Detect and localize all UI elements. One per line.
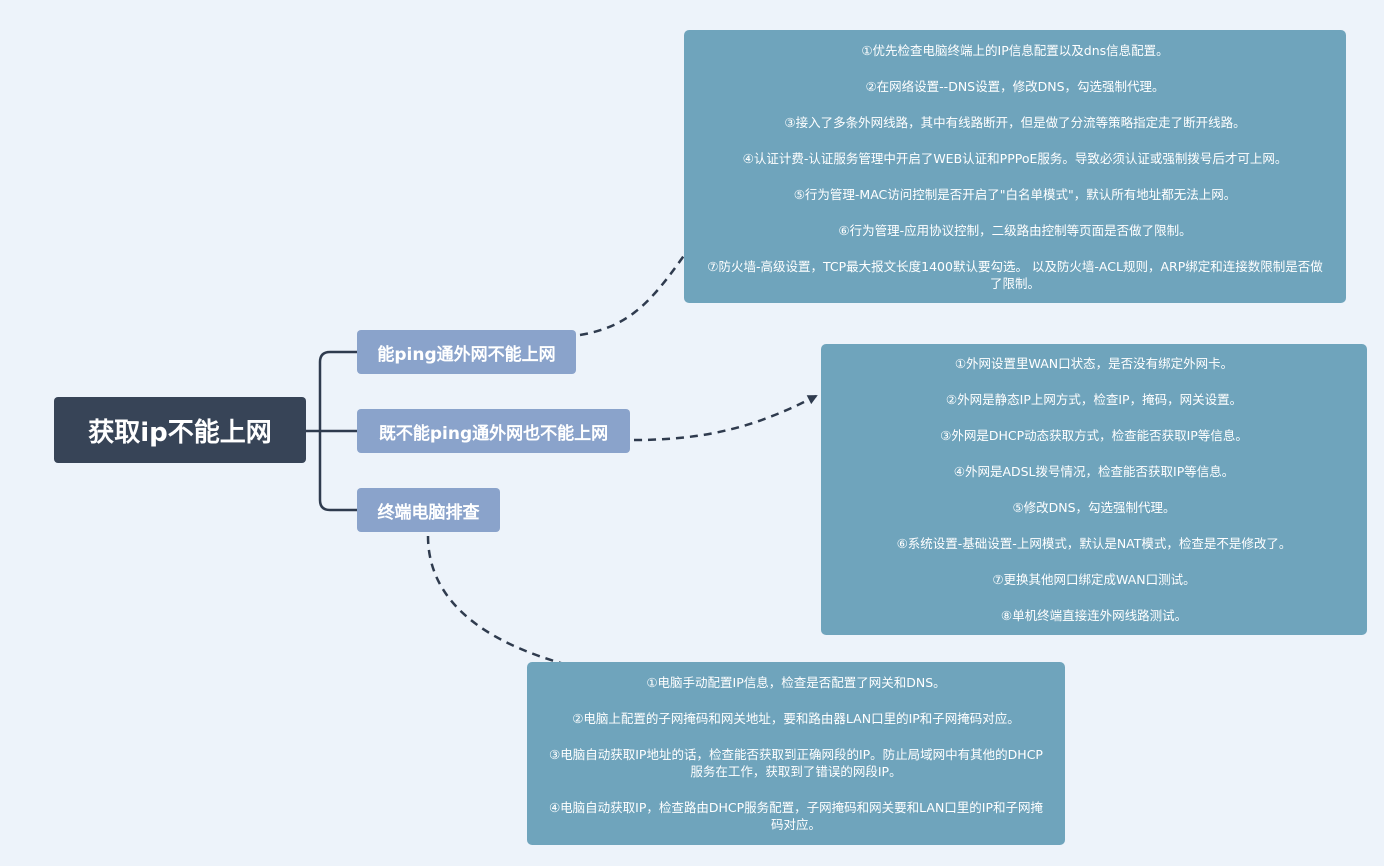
detail-item: ②外网是静态IP上网方式，检查IP，掩码，网关设置。 xyxy=(945,392,1243,407)
detail-item: ②在网络设置--DNS设置，修改DNS，勾选强制代理。 xyxy=(865,78,1165,94)
branch-label: 既不能ping通外网也不能上网 xyxy=(378,423,609,444)
arrow-branch-0-to-panel-0 xyxy=(579,216,712,337)
detail-panel-ping-ok[interactable]: ①优先检查电脑终端上的IP信息配置以及dns信息配置。 ②在网络设置--DNS设… xyxy=(684,30,1346,303)
detail-item: ④认证计费-认证服务管理中开启了WEB认证和PPPoE服务。导致必须认证或强制拨… xyxy=(742,150,1288,166)
detail-item: ①优先检查电脑终端上的IP信息配置以及dns信息配置。 xyxy=(861,42,1169,58)
branch-terminal-check[interactable]: 终端电脑排查 xyxy=(357,488,500,532)
detail-item: ⑦更换其他网口绑定成WAN口测试。 xyxy=(992,572,1196,587)
root-topic-label: 获取ip不能上网 xyxy=(88,417,272,448)
detail-panel-terminal-check[interactable]: ①电脑手动配置IP信息，检查是否配置了网关和DNS。 ②电脑上配置的子网掩码和网… xyxy=(527,662,1065,845)
detail-item: ①电脑手动配置IP信息，检查是否配置了网关和DNS。 xyxy=(646,675,946,690)
detail-item: ④电脑自动获取IP，检查路由DHCP服务配置，子网掩码和网关要和LAN口里的IP… xyxy=(548,800,1044,832)
branch-no-ping-no-internet[interactable]: 既不能ping通外网也不能上网 xyxy=(357,409,630,453)
detail-item: ⑥系统设置-基础设置-上网模式，默认是NAT模式，检查是不是修改了。 xyxy=(896,536,1292,551)
root-topic[interactable]: 获取ip不能上网 xyxy=(54,397,306,463)
detail-item: ⑥行为管理-应用协议控制，二级路由控制等页面是否做了限制。 xyxy=(838,222,1192,238)
detail-item: ⑤修改DNS，勾选强制代理。 xyxy=(1012,500,1176,515)
detail-item: ①外网设置里WAN口状态，是否没有绑定外网卡。 xyxy=(954,356,1234,371)
detail-item: ③外网是DHCP动态获取方式，检查能否获取IP等信息。 xyxy=(940,428,1248,443)
branch-label: 终端电脑排查 xyxy=(377,502,480,523)
detail-item: ②电脑上配置的子网掩码和网关地址，要和路由器LAN口里的IP和子网掩码对应。 xyxy=(572,711,1020,726)
detail-item: ⑤行为管理-MAC访问控制是否开启了"白名单模式"，默认所有地址都无法上网。 xyxy=(793,186,1237,202)
detail-item: ③接入了多条外网线路，其中有线路断开，但是做了分流等策略指定走了断开线路。 xyxy=(784,114,1246,130)
detail-panel-no-ping[interactable]: ①外网设置里WAN口状态，是否没有绑定外网卡。 ②外网是静态IP上网方式，检查I… xyxy=(821,344,1367,635)
arrow-branch-1-to-panel-1 xyxy=(633,394,818,442)
arrow-branch-2-to-panel-2 xyxy=(426,535,590,674)
detail-item: ③电脑自动获取IP地址的话，检查能否获取到正确网段的IP。防止局域网中有其他的D… xyxy=(549,747,1043,779)
branch-label: 能ping通外网不能上网 xyxy=(377,344,556,365)
detail-item: ④外网是ADSL拨号情况，检查能否获取IP等信息。 xyxy=(953,464,1235,479)
branch-ping-ok-no-internet[interactable]: 能ping通外网不能上网 xyxy=(357,330,576,374)
detail-item: ⑧单机终端直接连外网线路测试。 xyxy=(1000,608,1188,623)
detail-item: ⑦防火墙-高级设置，TCP最大报文长度1400默认要勾选。 以及防火墙-ACL规… xyxy=(707,258,1323,291)
